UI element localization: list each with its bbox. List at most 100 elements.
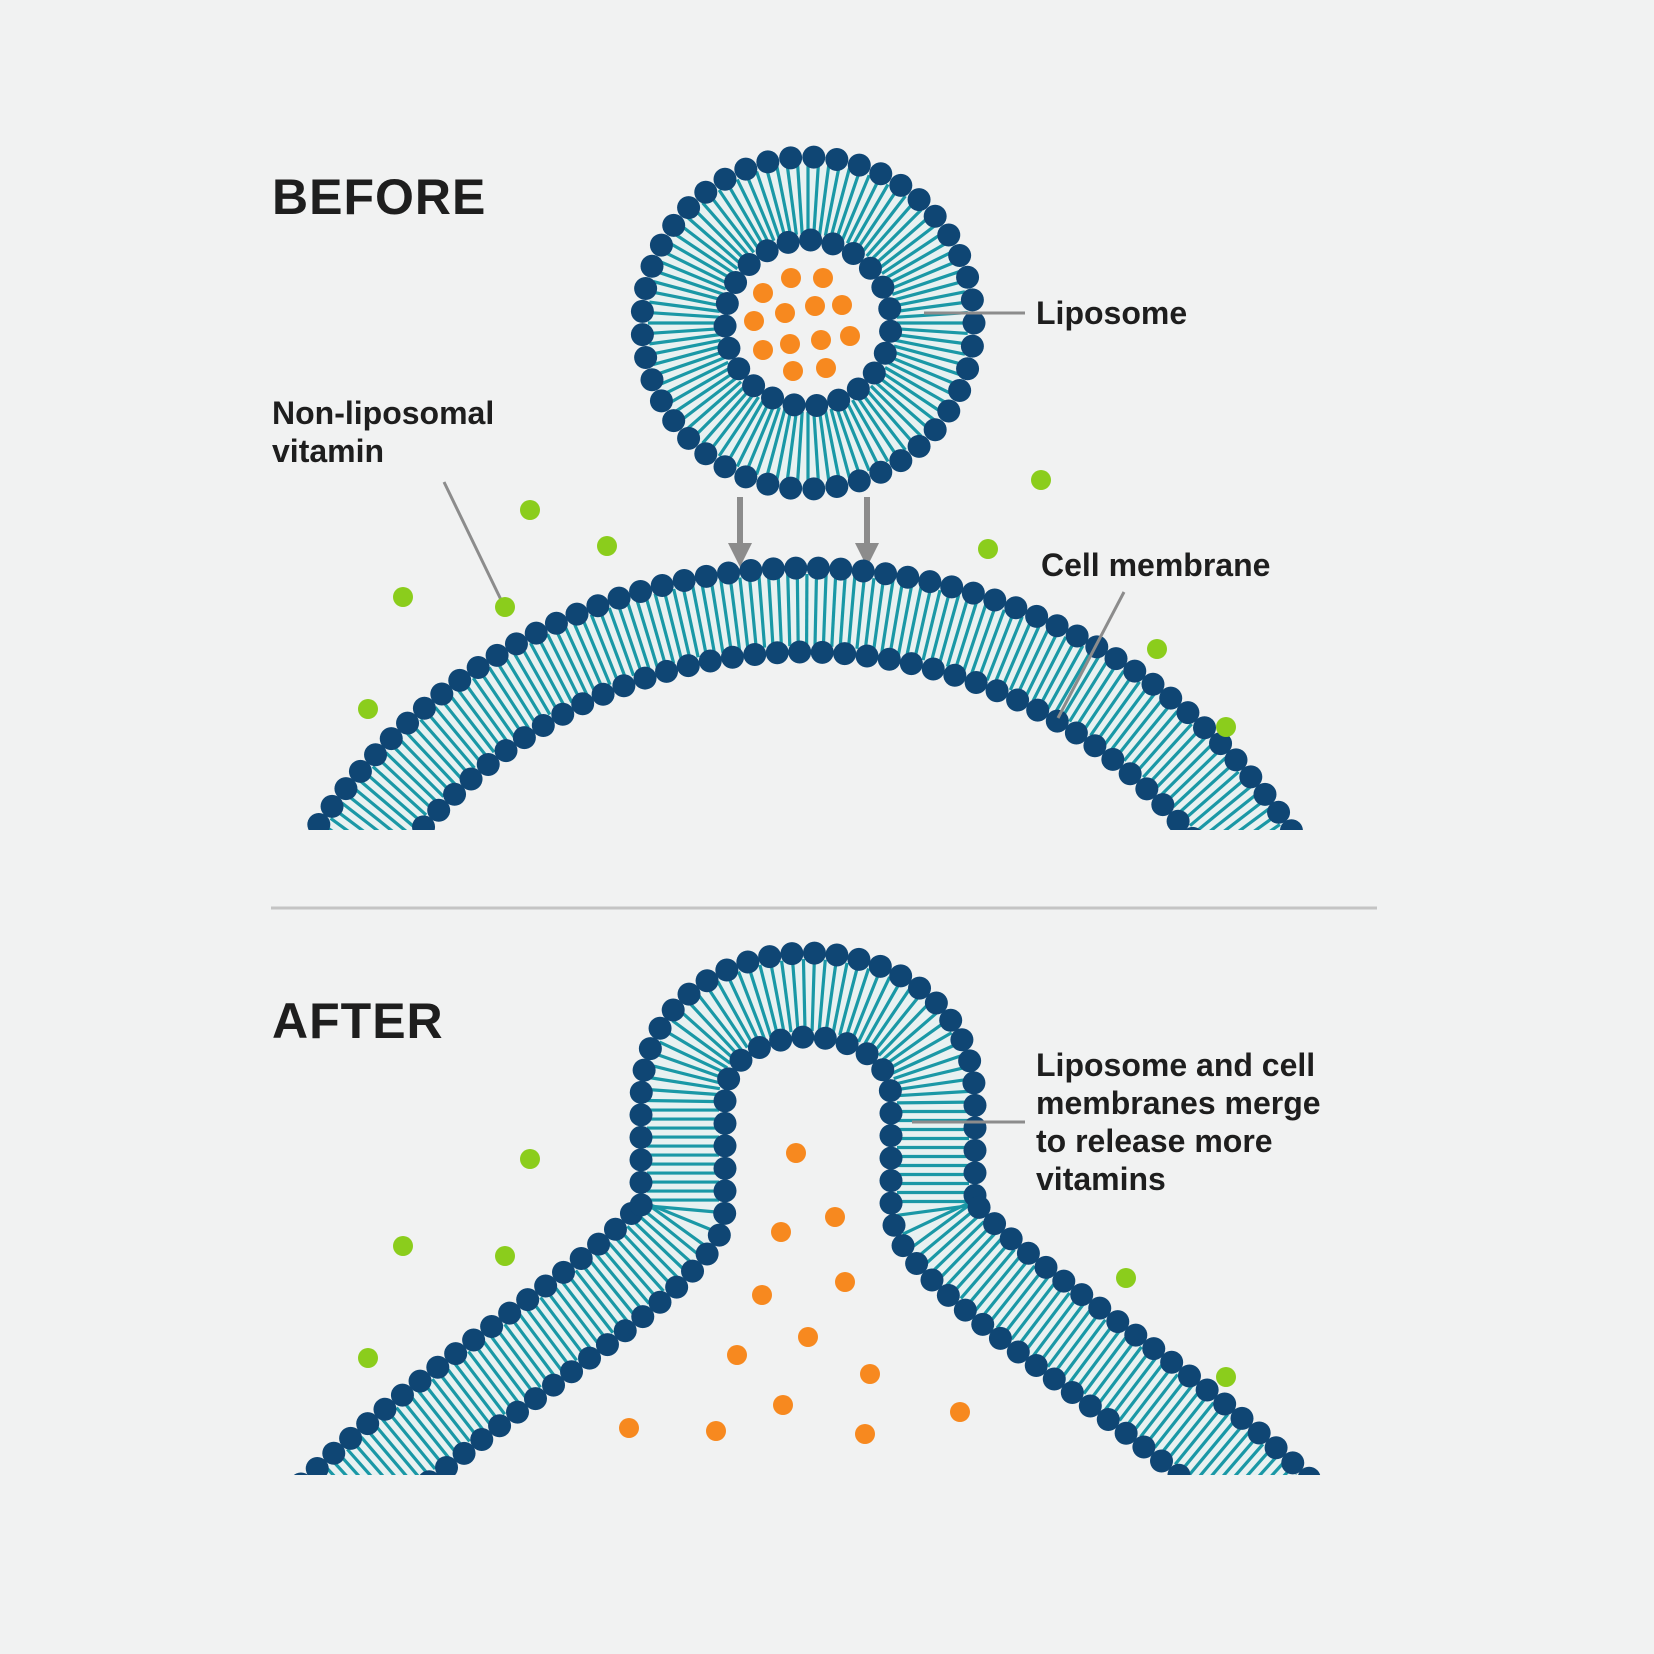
- lipid-tail: [981, 1259, 1030, 1318]
- lipid-tail: [921, 589, 942, 661]
- lipid-tail: [653, 280, 723, 302]
- lipid-tail: [717, 189, 760, 250]
- lipid-tail: [1257, 1455, 1278, 1475]
- lipid-head: [426, 1355, 450, 1379]
- lipid-head: [1045, 709, 1069, 733]
- lipid-tail: [1260, 1488, 1310, 1540]
- lipid-head: [1253, 941, 1276, 964]
- lipid-head: [761, 557, 785, 581]
- lipid-tail: [818, 164, 831, 235]
- lipid-tail: [844, 967, 871, 1038]
- lipid-tail: [952, 1237, 1003, 1294]
- lipid-tail: [1132, 1373, 1179, 1433]
- cell-membrane-label: Cell membrane: [1041, 547, 1270, 583]
- lipid-tail: [679, 1009, 735, 1061]
- lipid-tail: [503, 1323, 549, 1383]
- lipid-head: [882, 1213, 906, 1237]
- lipid-head: [963, 1161, 987, 1185]
- lipid-head: [494, 739, 518, 763]
- liposomal-vitamin: [813, 268, 833, 288]
- lipid-head: [821, 232, 845, 256]
- lipid-tail: [1148, 729, 1200, 785]
- lipid-tail: [620, 1230, 672, 1286]
- lipid-head: [322, 1441, 346, 1465]
- lipid-head: [1065, 624, 1089, 648]
- lipid-head: [677, 982, 701, 1006]
- lipid-tail: [758, 964, 779, 1036]
- lipid-head: [879, 1124, 903, 1148]
- lipid-head: [868, 954, 892, 978]
- lipid-tail: [877, 224, 936, 271]
- non-liposomal-vitamin: [358, 1348, 378, 1368]
- lipid-tail: [700, 582, 717, 655]
- lipid-tail: [786, 574, 792, 647]
- lipid-head: [640, 368, 664, 392]
- lipid-head: [1101, 747, 1125, 771]
- lipid-tail: [1154, 736, 1207, 790]
- lipid-head: [707, 1223, 731, 1247]
- lipid-tail: [835, 406, 861, 476]
- lipid-tail: [648, 327, 720, 336]
- lipid-tail: [580, 617, 612, 686]
- lipid-head: [662, 213, 686, 237]
- lipid-tail: [795, 163, 804, 235]
- lipid-head: [1193, 716, 1217, 740]
- lipid-tail: [872, 579, 886, 651]
- lipid-tail: [795, 411, 804, 483]
- lipid-tail: [884, 241, 948, 280]
- lipid-head: [1160, 1350, 1184, 1374]
- lipid-head: [847, 153, 871, 177]
- lipid-tail: [821, 574, 828, 647]
- lipid-head: [713, 167, 737, 191]
- lipid-tail: [855, 576, 866, 649]
- lipid-tail: [607, 607, 636, 677]
- lipid-tail: [313, 1481, 363, 1533]
- lipid-head: [1025, 604, 1049, 628]
- lipid-head: [739, 558, 763, 582]
- lipid-tail: [625, 601, 651, 671]
- non-liposomal-vitamin: [597, 536, 617, 556]
- lipid-tail: [1230, 840, 1290, 880]
- lipid-tail: [1146, 1384, 1194, 1444]
- lipid-head: [336, 927, 359, 950]
- released-vitamin: [786, 1143, 806, 1163]
- lipid-head: [384, 850, 407, 873]
- lipid-head: [676, 654, 700, 678]
- lipid-tail: [452, 1361, 499, 1421]
- lipid-tail: [873, 994, 921, 1053]
- lipid-head: [1281, 1451, 1305, 1475]
- lipid-tail: [276, 907, 340, 940]
- lipid-tail: [929, 592, 951, 663]
- lipid-head: [655, 659, 679, 683]
- lipid-head: [551, 702, 575, 726]
- lipid-tail: [537, 637, 574, 704]
- lipid-head: [694, 442, 718, 466]
- lipid-tail: [467, 1350, 514, 1410]
- lipid-tail: [1032, 1297, 1078, 1357]
- lipid-head: [367, 1515, 390, 1538]
- lipid-head: [713, 455, 737, 479]
- lipid-head: [1219, 1508, 1242, 1531]
- lipid-tail: [1082, 1335, 1129, 1395]
- lipid-tail: [388, 1412, 437, 1471]
- lipid-head: [531, 714, 555, 738]
- lipid-tail: [567, 1274, 615, 1334]
- lipid-tail: [693, 208, 747, 262]
- lipid-head: [629, 1125, 653, 1149]
- lipid-head: [408, 1369, 432, 1393]
- lipid-head: [271, 870, 294, 893]
- lipid-tail: [637, 1213, 693, 1265]
- lipid-head: [1176, 701, 1200, 725]
- lipid-tail: [647, 1087, 720, 1097]
- after-heading: AFTER: [272, 993, 444, 1049]
- non-liposomal-leader-line: [442, 481, 506, 607]
- lipid-tail: [553, 1285, 600, 1345]
- lipid-head: [586, 594, 610, 618]
- lipid-head: [544, 611, 568, 635]
- lipid-head: [412, 815, 436, 830]
- lipid-heads: [293, 941, 1321, 1538]
- lipid-tail: [614, 1236, 665, 1293]
- lipid-head: [1220, 882, 1243, 905]
- lipid-tail: [1060, 1318, 1107, 1379]
- lipid-tail: [885, 1020, 946, 1066]
